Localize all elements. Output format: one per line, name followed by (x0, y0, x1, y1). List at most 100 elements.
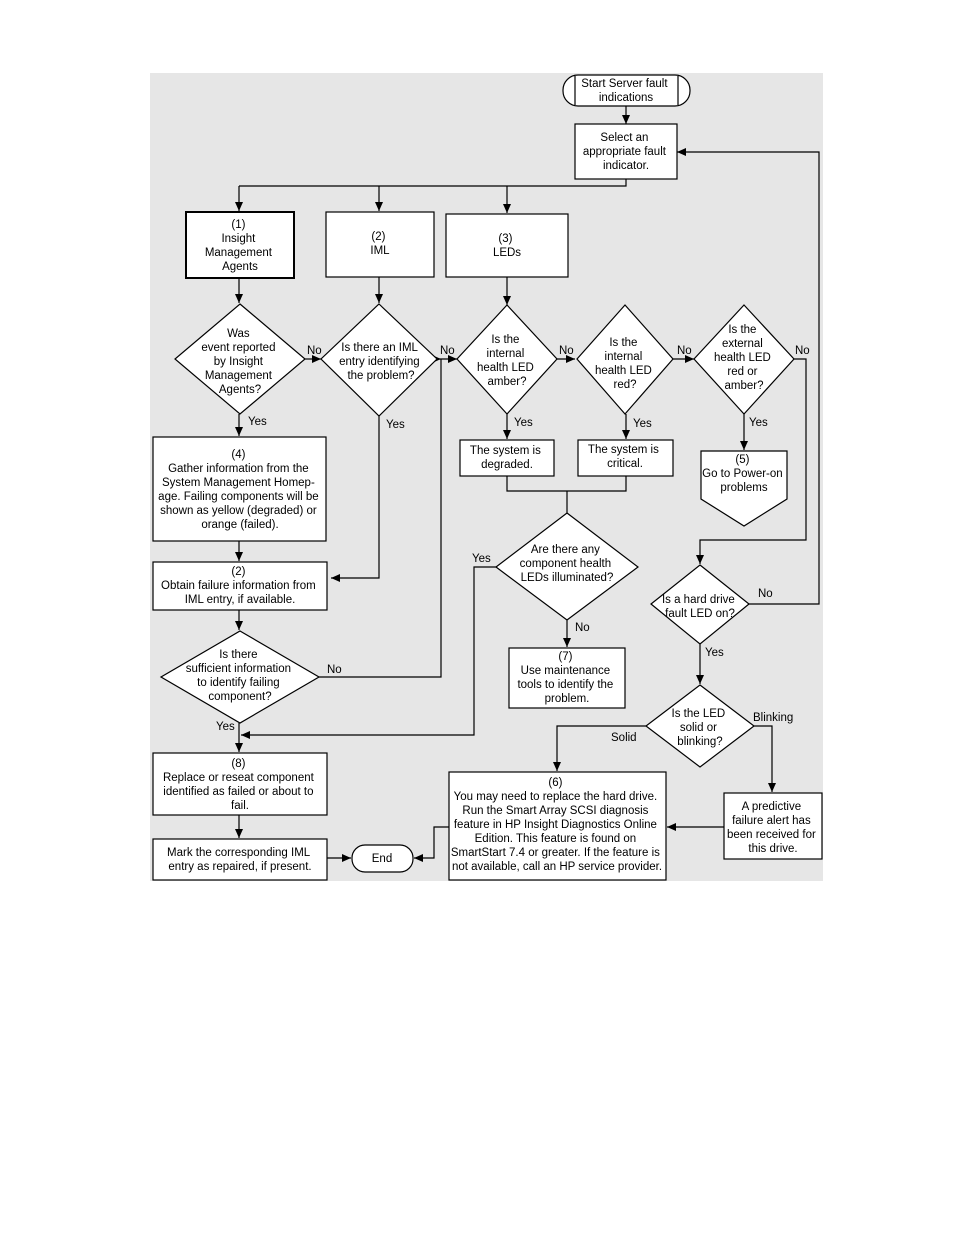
q-event-line-5: Agents? (219, 384, 261, 396)
svg-text:The system is critical.: The system is critical. (588, 444, 662, 470)
hdd-line-6: SmartStart 7.4 or greater. If the featur… (451, 847, 660, 859)
q-iml-line-1: Is there an IML (341, 342, 418, 354)
maint-line-3: tools to identify the (517, 679, 613, 691)
hdd-line-7: not available, call an HP service provid… (452, 861, 662, 873)
svg-text:Is the internal he: Is the internal health LED amber? (477, 334, 537, 388)
label-sufficient-yes: Yes (216, 721, 235, 733)
decision-event-reported: Was event reported by Insight Management… (174, 303, 306, 415)
svg-text:Start Server fault indic: Start Server fault indications (581, 78, 671, 104)
q-hdd-line-1: Is a hard drive (662, 594, 735, 606)
insight-management-agents-box: (1) Insight Management Agents (185, 211, 295, 279)
edge-labels: No Yes No Yes No Yes No Yes No Yes Yes N… (216, 345, 810, 744)
decision-internal-led-red: Is the internal health LED red? (576, 304, 674, 415)
svg-text:(4) Gather information f: (4) Gather information from the System M… (158, 449, 322, 531)
svg-text:End: End (372, 853, 392, 865)
label-sufficient-no: No (327, 664, 342, 676)
maint-line-4: problem. (545, 693, 590, 705)
obtain-line-3: IML entry, if available. (185, 594, 296, 606)
q-component-line-2: component health (520, 558, 611, 570)
maintenance-tools-box: (7) Use maintenance tools to identify th… (508, 647, 626, 709)
svg-text:Mark the corresponding IML: Mark the corresponding IML entry as repa… (167, 847, 313, 873)
end-terminator: End (351, 844, 414, 873)
label-hdd-no: No (758, 588, 773, 600)
start-line-2: indications (599, 92, 654, 104)
label-external-no: No (795, 345, 810, 357)
svg-text:Select an appropriate fa: Select an appropriate fault indicator. (583, 132, 669, 172)
replace-component-box: (8) Replace or reseat component identifi… (152, 752, 328, 816)
decision-solid-or-blinking: Is the LED solid or blinking? (645, 684, 755, 768)
leds-line-2: LEDs (493, 247, 521, 259)
svg-text:Is a hard drive fault LE: Is a hard drive fault LED on? (662, 594, 738, 620)
svg-text:(8) Replace or reseat co: (8) Replace or reseat component identifi… (163, 758, 317, 812)
svg-text:Was event reported: Was event reported by Insight Management… (201, 328, 278, 396)
hdd-line-1: (6) (548, 777, 562, 789)
svg-text:(3) LEDs: (3) LEDs (493, 233, 521, 259)
svg-text:A predictive failure ale: A predictive failure alert has been rece… (727, 801, 819, 855)
q-external-line-4: red or (727, 366, 757, 378)
q-iml-line-3: the problem? (347, 370, 414, 382)
replace-line-4: fail. (231, 800, 249, 812)
q-red-line-1: Is the (609, 337, 637, 349)
hdd-line-2: You may need to replace the hard drive. (454, 791, 658, 803)
iml-line-1: (2) (371, 231, 385, 243)
q-sufficient-line-3: to identify failing (197, 677, 279, 689)
q-external-line-1: Is the (728, 324, 756, 336)
select-line-3: indicator. (603, 160, 649, 172)
power-line-2: Go to Power-on (702, 468, 783, 480)
decision-component-leds: Are there any component health LEDs illu… (495, 512, 639, 621)
power-on-problems-connector: (5) Go to Power-on problems (700, 450, 788, 527)
svg-text:(6) You may need to repl: (6) You may need to replace the hard dri… (451, 777, 663, 873)
decision-external-led: Is the external health LED red or amber? (693, 304, 795, 415)
q-amber-line-3: health LED (477, 362, 534, 374)
iml-line-2: IML (370, 245, 390, 257)
ima-line-3: Management (205, 247, 273, 259)
label-red-yes: Yes (633, 418, 652, 430)
critical-line-1: The system is (588, 444, 659, 456)
q-solid-line-2: solid or (680, 722, 717, 734)
svg-text:The system is degraded.: The system is degraded. (470, 445, 544, 471)
label-external-yes: Yes (749, 417, 768, 429)
label-iml-yes: Yes (386, 419, 405, 431)
mark-iml-repaired-box: Mark the corresponding IML entry as repa… (152, 838, 328, 881)
svg-text:(2) IML: (2) IML (370, 231, 390, 257)
decision-internal-led-amber: Is the internal health LED amber? (456, 304, 558, 415)
label-hdd-yes: Yes (705, 647, 724, 659)
q-sufficient-line-1: Is there (219, 649, 257, 661)
replace-line-3: identified as failed or about to (163, 786, 313, 798)
replace-hard-drive-box: (6) You may need to replace the hard dri… (448, 771, 667, 881)
hdd-line-5: Edition. This feature is found on (475, 833, 637, 845)
ima-line-1: (1) (231, 219, 245, 231)
obtain-line-1: (2) (231, 566, 245, 578)
mark-line-1: Mark the corresponding IML (167, 847, 311, 859)
svg-text:Is there sufficient info: Is there sufficient information to ident… (186, 649, 294, 703)
predictive-line-2: failure alert has (732, 815, 811, 827)
label-event-yes: Yes (248, 416, 267, 428)
iml-box: (2) IML (325, 211, 435, 278)
critical-line-2: critical. (607, 458, 643, 470)
gather-line-2: Gather information from the (168, 463, 309, 475)
hdd-line-3: Run the Smart Array SCSI diagnosis (462, 805, 648, 817)
q-component-line-1: Are there any (531, 544, 600, 556)
q-sufficient-line-4: component? (208, 691, 271, 703)
q-red-line-2: internal (605, 351, 643, 363)
power-line-3: problems (720, 482, 768, 494)
select-line-2: appropriate fault (583, 146, 667, 158)
leds-box: (3) LEDs (445, 213, 569, 278)
label-iml-no: No (440, 345, 455, 357)
label-amber-no: No (559, 345, 574, 357)
svg-text:Is the internal he: Is the internal health LED red? (595, 337, 655, 391)
svg-text:Are there any component: Are there any component health LEDs illu… (520, 544, 615, 584)
q-component-line-3: LEDs illuminated? (521, 572, 614, 584)
maint-line-1: (7) (558, 651, 572, 663)
predictive-failure-box: A predictive failure alert has been rece… (723, 792, 823, 860)
label-component-no: No (575, 622, 590, 634)
q-amber-line-4: amber? (488, 376, 527, 388)
q-hdd-line-2: fault LED on? (665, 608, 735, 620)
svg-text:(1) Insight Manage: (1) Insight Management Agents (205, 219, 275, 273)
svg-text:Is the LED solid or: Is the LED solid or blinking? (672, 708, 729, 748)
label-solid: Solid (611, 732, 637, 744)
start-terminator: Start Server fault indications (562, 74, 691, 107)
mark-line-2: entry as repaired, if present. (168, 861, 311, 873)
decision-sufficient-info: Is there sufficient information to ident… (159, 630, 321, 724)
system-critical-box: The system is critical. (577, 439, 674, 477)
